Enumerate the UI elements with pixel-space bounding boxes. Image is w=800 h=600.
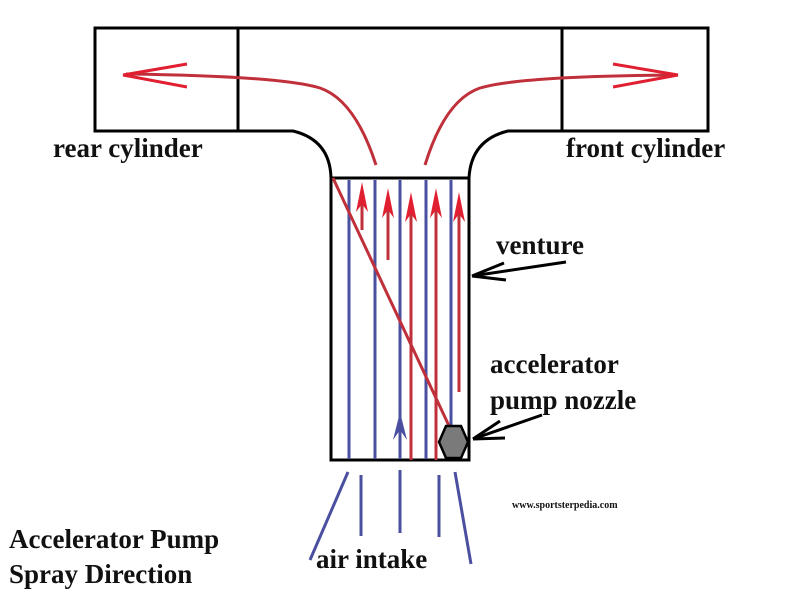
nozzle-label-line1: accelerator bbox=[490, 349, 619, 379]
accelerator-pump-nozzle-icon bbox=[437, 424, 470, 460]
watermark: www.sportsterpedia.com bbox=[512, 500, 618, 511]
front-cylinder-label: front cylinder bbox=[566, 133, 725, 163]
air-direction-arrow-icon bbox=[393, 412, 407, 440]
front-cylinder-box bbox=[560, 26, 710, 133]
fuel-flow-arrows bbox=[360, 195, 461, 460]
front-flow-arrow bbox=[423, 73, 677, 166]
front-arrowhead-icon bbox=[612, 62, 679, 89]
rear-flow-arrow bbox=[125, 72, 378, 166]
diagram-title-line2: Spray Direction bbox=[9, 559, 192, 589]
nozzle-label-line2: pump nozzle bbox=[490, 385, 636, 415]
spray-direction-line bbox=[331, 177, 452, 429]
rear-arrowhead-icon bbox=[122, 62, 188, 89]
venture-label: venture bbox=[496, 230, 584, 260]
manifold-outline bbox=[93, 26, 710, 462]
venture-pointer-arrow bbox=[471, 260, 567, 282]
venturi-body bbox=[329, 176, 471, 462]
fuel-arrowheads bbox=[356, 182, 465, 222]
air-intake-label: air intake bbox=[316, 544, 427, 574]
manifold-left-curve bbox=[238, 129, 333, 179]
nozzle-pointer-arrow bbox=[472, 413, 543, 441]
rear-cylinder-box bbox=[93, 26, 240, 133]
diagram-title-line1: Accelerator Pump bbox=[9, 524, 219, 554]
rear-cylinder-label: rear cylinder bbox=[53, 133, 203, 163]
air-intake-lines bbox=[308, 470, 473, 565]
manifold-right-curve bbox=[467, 129, 562, 179]
